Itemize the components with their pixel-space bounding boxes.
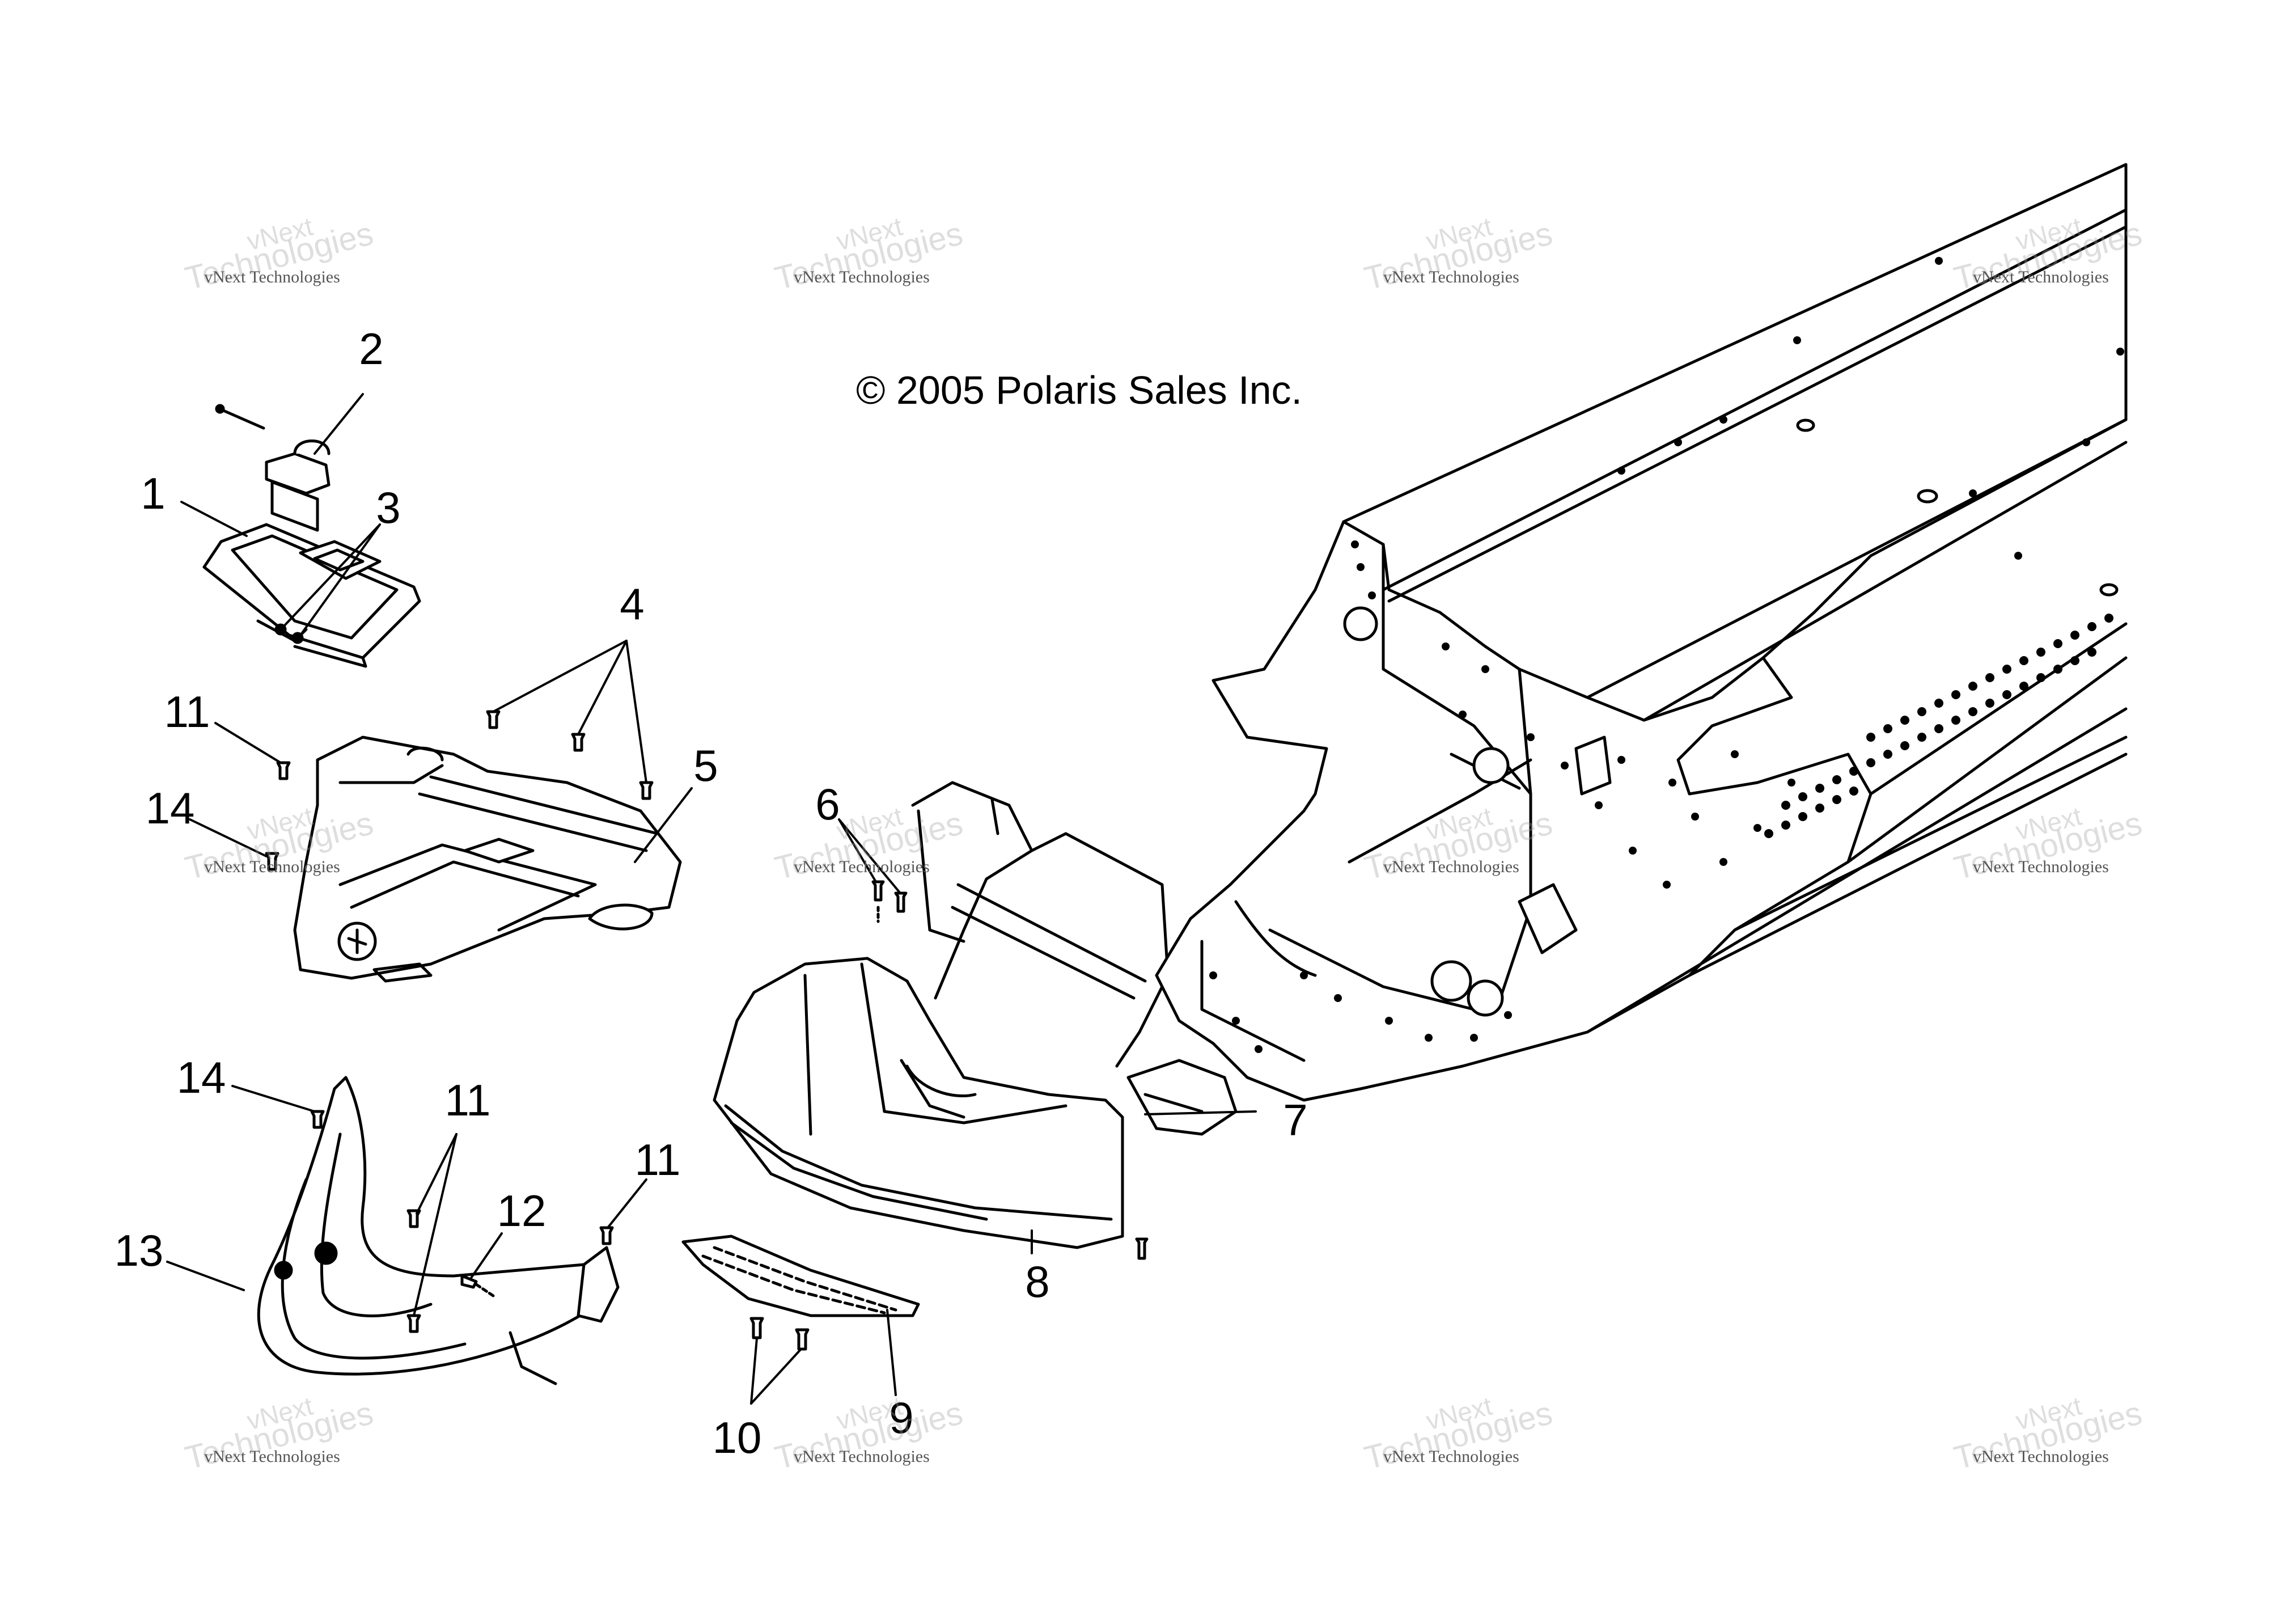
callout-1: 1: [141, 468, 166, 518]
callout-14-bottom: 14: [176, 1052, 226, 1102]
front-bumper-part-13: [257, 1076, 620, 1385]
callout-3: 3: [376, 483, 401, 532]
callout-7: 7: [1283, 1095, 1308, 1145]
fasteners: [265, 710, 1149, 1351]
callout-11-right: 11: [634, 1135, 681, 1185]
skid-plate-part-9: [681, 1235, 920, 1317]
callout-8: 8: [1025, 1257, 1050, 1307]
callout-5: 5: [693, 741, 718, 791]
callout-12: 12: [497, 1186, 547, 1236]
chassis-frame: [713, 163, 2128, 1249]
latch-part-2: [215, 404, 331, 532]
callout-2: 2: [359, 324, 384, 374]
panel-part-1: [202, 523, 421, 668]
callout-11-middle: 11: [444, 1075, 491, 1125]
callout-14-top: 14: [145, 783, 195, 833]
callout-4: 4: [620, 579, 645, 629]
callout-13: 13: [114, 1225, 164, 1275]
screws-part-3: [274, 623, 304, 644]
leader-lines: [166, 393, 1257, 1405]
belly-panel-part-5: [293, 735, 682, 983]
copyright-notice: © 2005 Polaris Sales Inc.: [856, 368, 1302, 412]
callout-6: 6: [815, 779, 840, 829]
callout-10: 10: [712, 1413, 762, 1462]
callout-9: 9: [889, 1393, 914, 1443]
callout-11-top: 11: [164, 687, 210, 737]
